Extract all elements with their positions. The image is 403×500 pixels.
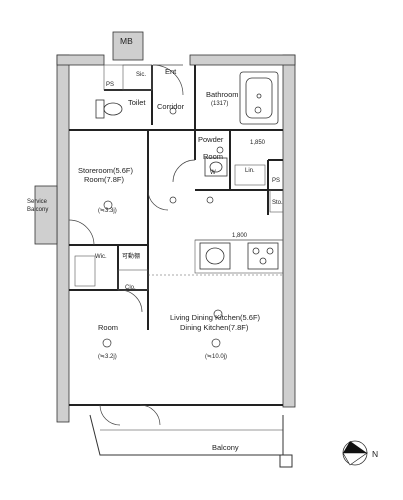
label-ps-left: PS (106, 82, 114, 88)
label-clo: Clo. (125, 285, 136, 291)
label-room-area: (≒3.2j) (98, 354, 117, 360)
label-balcony: Balcony (212, 443, 239, 452)
light-fixtures (102, 106, 262, 348)
label-ldk-1: Living Dining Kitchen(5.6F) (170, 313, 261, 322)
label-toilet: Toilet (128, 98, 146, 107)
label-wic-note: 可動棚 (122, 252, 140, 260)
label-service-balcony-2: Balcony (27, 207, 48, 213)
label-lin: Lin. (245, 168, 255, 174)
label-powder: Powder (198, 135, 224, 144)
label-storeroom: Storeroom(5.6F) (78, 166, 134, 175)
label-powder-room: Room (203, 152, 223, 161)
kitchen-sink-icon (199, 242, 231, 270)
label-storeroom-area: (≒3.3j) (98, 208, 117, 214)
label-room: Room (98, 323, 118, 332)
label-ps-right: PS (272, 178, 280, 184)
label-service-balcony-1: Service (27, 199, 48, 205)
toilet-icon (95, 99, 123, 119)
thin-lines (74, 64, 284, 291)
exterior-walls (34, 31, 296, 423)
label-w: W (210, 170, 216, 176)
label-mb: MB (120, 36, 133, 46)
door-swings (68, 64, 196, 426)
label-storeroom-room: Room(7.8F) (84, 175, 125, 184)
label-dim-1850: 1,850 (250, 140, 266, 146)
label-sic: Sic. (136, 72, 146, 78)
washbasin-icon (204, 157, 228, 177)
label-north: N (372, 449, 378, 459)
label-corridor: Corridor (157, 102, 185, 111)
bathtub-icon (239, 71, 279, 125)
label-wic: Wic. (95, 254, 107, 260)
label-dim-1800: 1,800 (232, 233, 248, 239)
label-ent: Ent (165, 67, 177, 76)
label-sto: Sto. (272, 200, 283, 206)
stove-icon (247, 242, 279, 270)
north-arrow-icon (342, 440, 368, 466)
label-bathroom-size: (1317) (211, 101, 228, 107)
label-bathroom: Bathroom (206, 90, 239, 99)
label-ldk-area: (≒10.0j) (205, 354, 227, 360)
label-ldk-2: Dining Kitchen(7.8F) (180, 323, 249, 332)
balcony-outline (89, 414, 293, 468)
